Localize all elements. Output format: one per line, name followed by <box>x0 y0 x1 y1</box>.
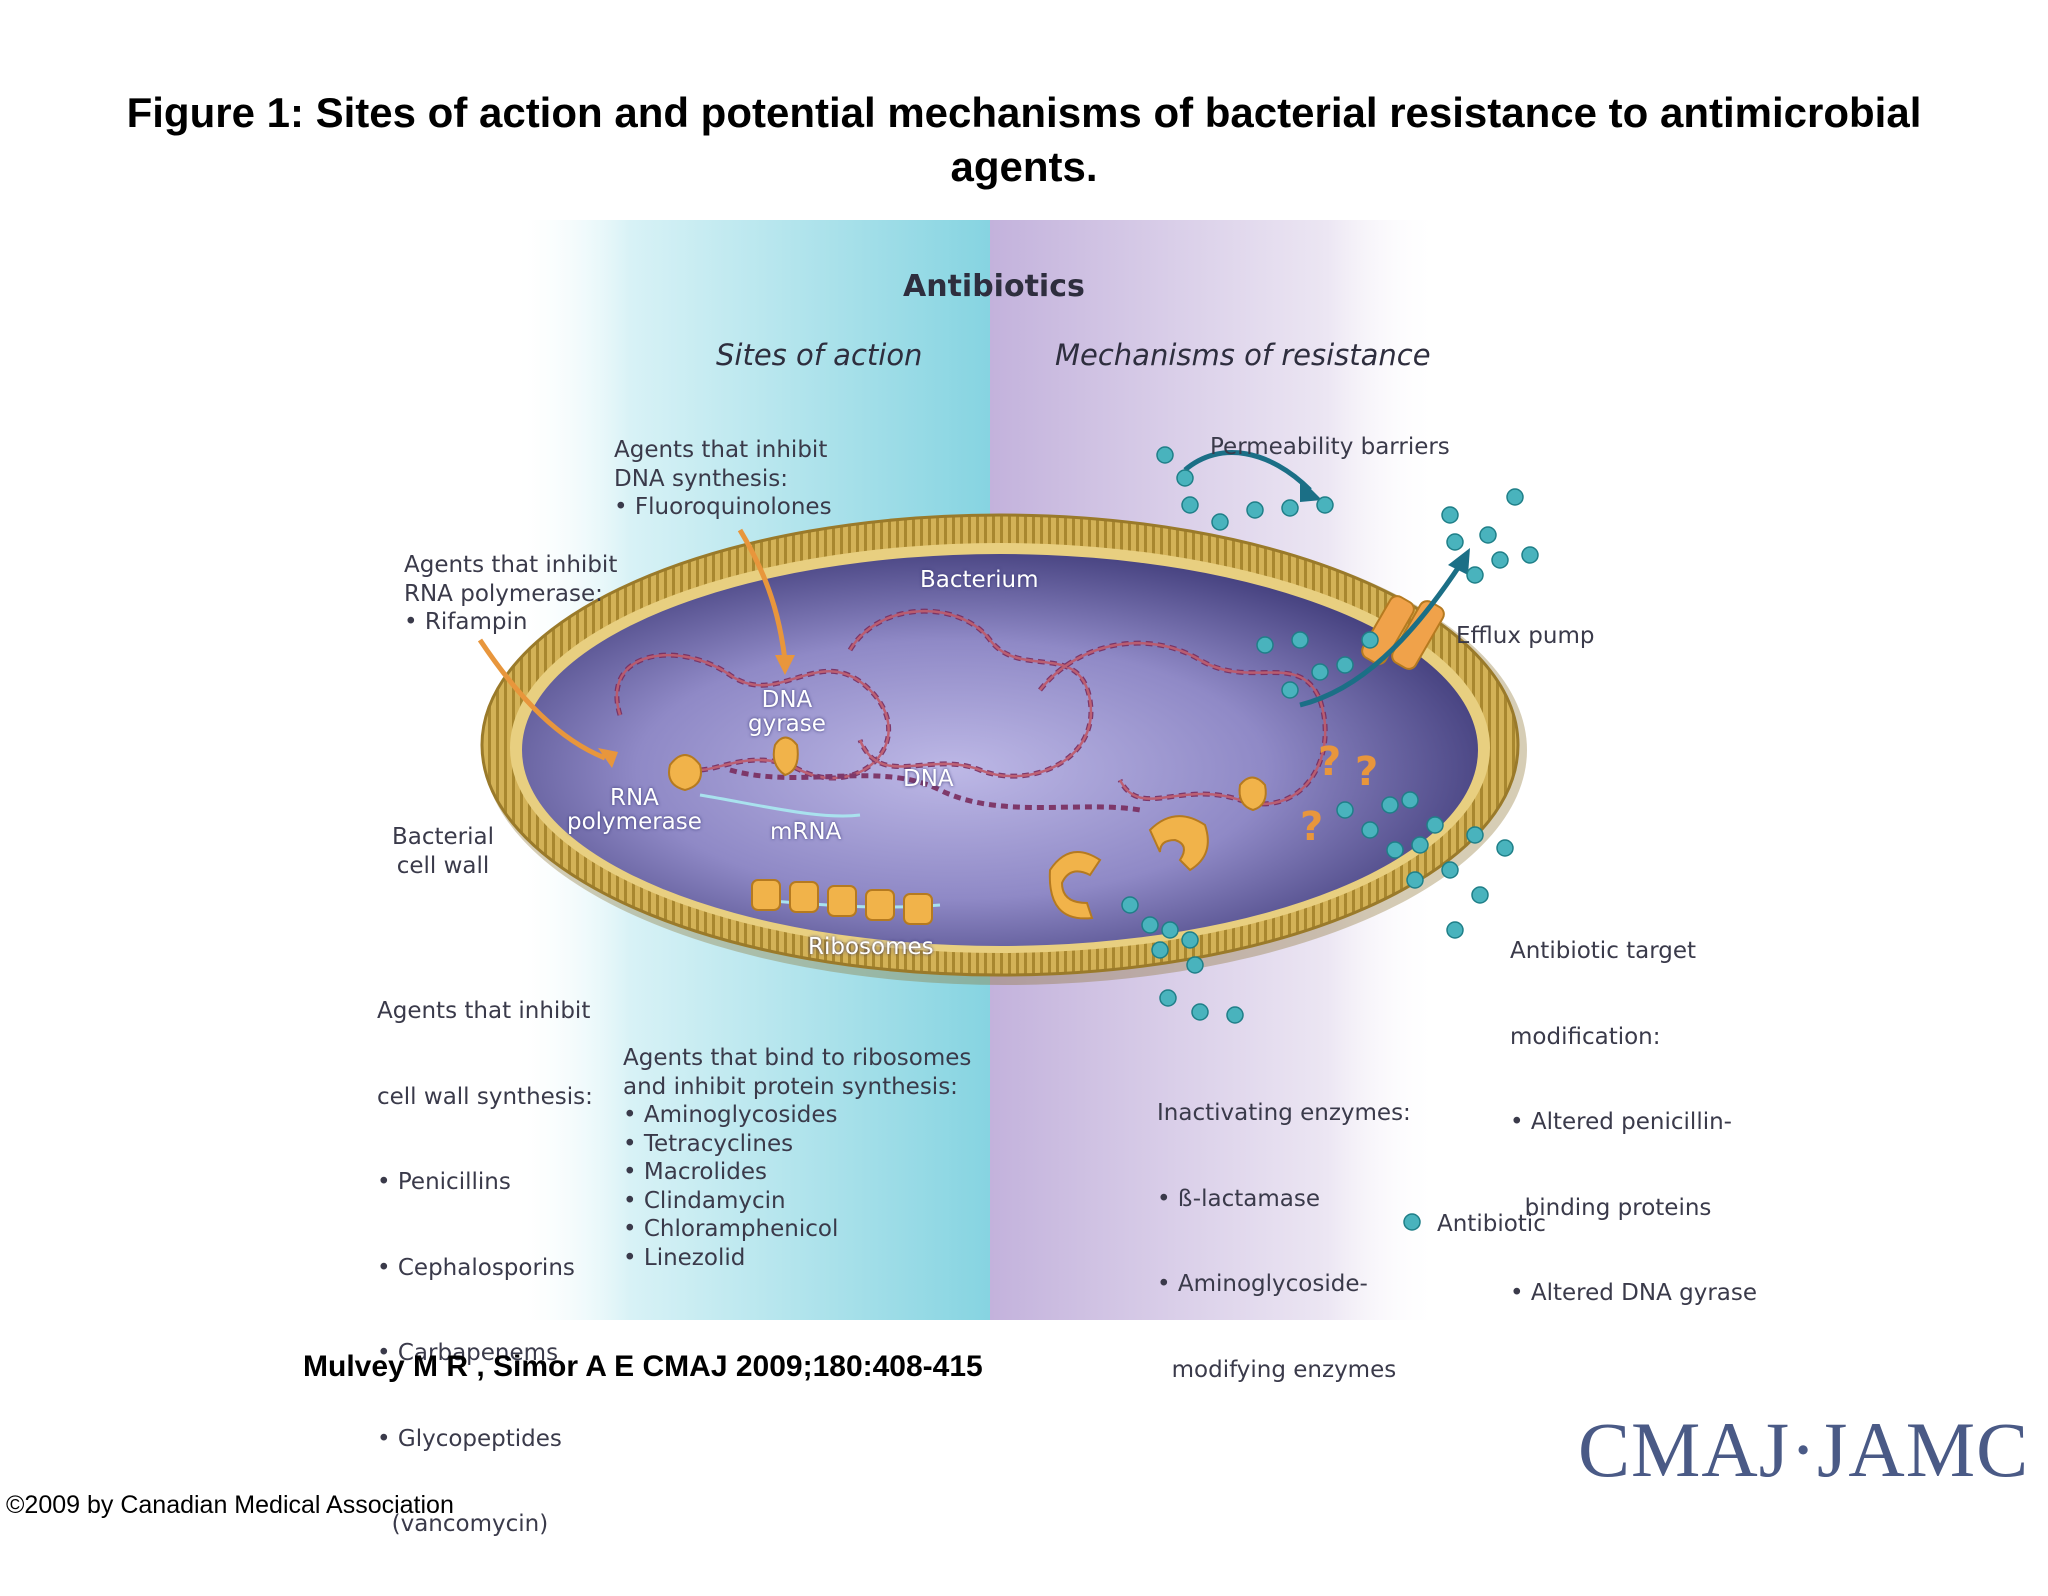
rna-polymerase-label: RNA polymerase <box>567 786 702 834</box>
mrna-strand <box>699 793 861 818</box>
callout-line: • Rifampin <box>404 609 528 635</box>
callout-line: Antibiotic target <box>1510 938 1697 964</box>
dna-label: DNA <box>903 766 954 792</box>
callout-dna-synthesis: Agents that inhibit DNA synthesis: • Flu… <box>614 436 832 522</box>
action-arrows <box>477 528 795 768</box>
altered-dna-gyrase-enzyme <box>1238 776 1267 812</box>
slide-title-line-1: Figure 1: Sites of action and potential … <box>126 89 1922 136</box>
callout-line: • Carbapenems <box>377 1340 559 1366</box>
label-line: DNA <box>761 687 813 713</box>
dna-gyrase-enzyme <box>772 736 799 777</box>
callout-line: • Cephalosporins <box>377 1254 575 1281</box>
callout-line: • Aminoglycosides <box>623 1102 838 1128</box>
callout-line: binding proteins <box>1510 1194 1712 1221</box>
callout-target-modification: Antibiotic target modification: • Altere… <box>1510 880 1757 1365</box>
resistance-arrows <box>1183 450 1470 708</box>
permeability-arrow <box>1183 450 1312 492</box>
callout-line: • Altered DNA gyrase <box>1510 1280 1758 1306</box>
callout-line: • Linezolid <box>623 1244 746 1271</box>
callout-line: Agents that inhibit <box>377 998 591 1024</box>
callout-line: • Macrolides <box>623 1159 767 1185</box>
callout-line: (vancomycin) <box>377 1511 549 1537</box>
copyright: ©2009 by Canadian Medical Association <box>6 1491 454 1519</box>
svg-text:?: ? <box>1355 749 1378 795</box>
question-marks: ? ? ? <box>1300 739 1378 850</box>
bacterium-cytoplasm <box>522 554 1478 946</box>
label-line: polymerase <box>567 809 702 835</box>
callout-line: • Penicillins <box>377 1169 511 1195</box>
callout-cell-wall: Bacterial cell wall <box>392 823 494 880</box>
bacterium-label: Bacterium <box>920 567 1039 593</box>
callout-line: • Aminoglycoside- <box>1157 1271 1368 1297</box>
svg-text:?: ? <box>1318 739 1341 785</box>
mechanisms-of-resistance-label: Mechanisms of resistance <box>1055 338 1431 372</box>
callout-line: • Fluoroquinolones <box>614 494 832 520</box>
dna-gyrase-label: DNA gyrase <box>748 688 826 736</box>
svg-text:?: ? <box>1300 804 1323 850</box>
sites-of-action-label: Sites of action <box>716 338 923 372</box>
inactivating-enzyme-1 <box>1048 851 1102 920</box>
antibiotic-legend-icon <box>1403 1213 1421 1231</box>
callout-cell-wall-synthesis: Agents that inhibit cell wall synthesis:… <box>377 940 593 1596</box>
rna-polymerase-enzyme <box>668 754 702 792</box>
antibiotic-molecules <box>1121 446 1539 1231</box>
callout-line: • Tetracyclines <box>623 1130 794 1157</box>
arrow-dna-synthesis <box>737 528 788 661</box>
callout-line: DNA synthesis: <box>614 465 788 492</box>
label-line: RNA <box>610 785 659 811</box>
callout-line: Bacterial <box>392 824 495 850</box>
callout-line: • Clindamycin <box>623 1187 786 1214</box>
antibiotic-figure: ? ? ? Antibiotics Sites of action Mechan… <box>377 220 1757 1537</box>
figure-heading: Antibiotics <box>903 269 1085 304</box>
figure-illustration: ? ? ? <box>477 220 1539 1320</box>
enzymes <box>668 736 1267 925</box>
cmaj-jamc-logo: CMAJ·JAMC <box>1578 1406 2030 1493</box>
ribosomes-group <box>751 879 933 925</box>
callout-line: Agents that inhibit <box>614 437 828 463</box>
callout-efflux-pump: Efflux pump <box>1456 623 1595 649</box>
efflux-arrow <box>1299 563 1463 708</box>
callout-ribosomes: Agents that bind to ribosomes and inhibi… <box>623 1044 971 1272</box>
callout-line: cell wall synthesis: <box>377 1083 593 1110</box>
slide-title: Figure 1: Sites of action and potential … <box>60 86 1988 194</box>
callout-line: • Glycopeptides <box>377 1425 562 1452</box>
slide-title-line-2: agents. <box>950 143 1098 190</box>
callout-line: • ß-lactamase <box>1157 1185 1320 1212</box>
mrna-label: mRNA <box>770 819 842 845</box>
callout-line: Inactivating enzymes: <box>1157 1100 1411 1126</box>
callout-line: Agents that bind to ribosomes <box>623 1045 972 1071</box>
ribosomes-label: Ribosomes <box>808 934 934 960</box>
legend-antibiotic-label: Antibiotic <box>1437 1211 1546 1237</box>
arrow-rna-polymerase <box>477 638 606 761</box>
callout-line: and inhibit protein synthesis: <box>623 1073 958 1100</box>
callout-rna-polymerase: Agents that inhibit RNA polymerase: • Ri… <box>404 551 617 637</box>
citation: Mulvey M R , Simor A E CMAJ 2009;180:408… <box>303 1350 983 1383</box>
inactivating-enzyme-2 <box>1148 815 1209 872</box>
callout-line: cell wall <box>396 852 490 879</box>
callout-inactivating-enzymes: Inactivating enzymes: • ß-lactamase • Am… <box>1157 1042 1411 1441</box>
callout-line: • Chloramphenicol <box>623 1216 839 1242</box>
callout-permeability: Permeability barriers <box>1210 434 1450 460</box>
callout-line: modification: <box>1510 1023 1661 1050</box>
label-line: gyrase <box>748 711 826 737</box>
callout-line: • Altered penicillin- <box>1510 1109 1732 1135</box>
callout-line: RNA polymerase: <box>404 580 603 607</box>
callout-line: modifying enzymes <box>1157 1356 1397 1383</box>
callout-line: Agents that inhibit <box>404 552 618 578</box>
